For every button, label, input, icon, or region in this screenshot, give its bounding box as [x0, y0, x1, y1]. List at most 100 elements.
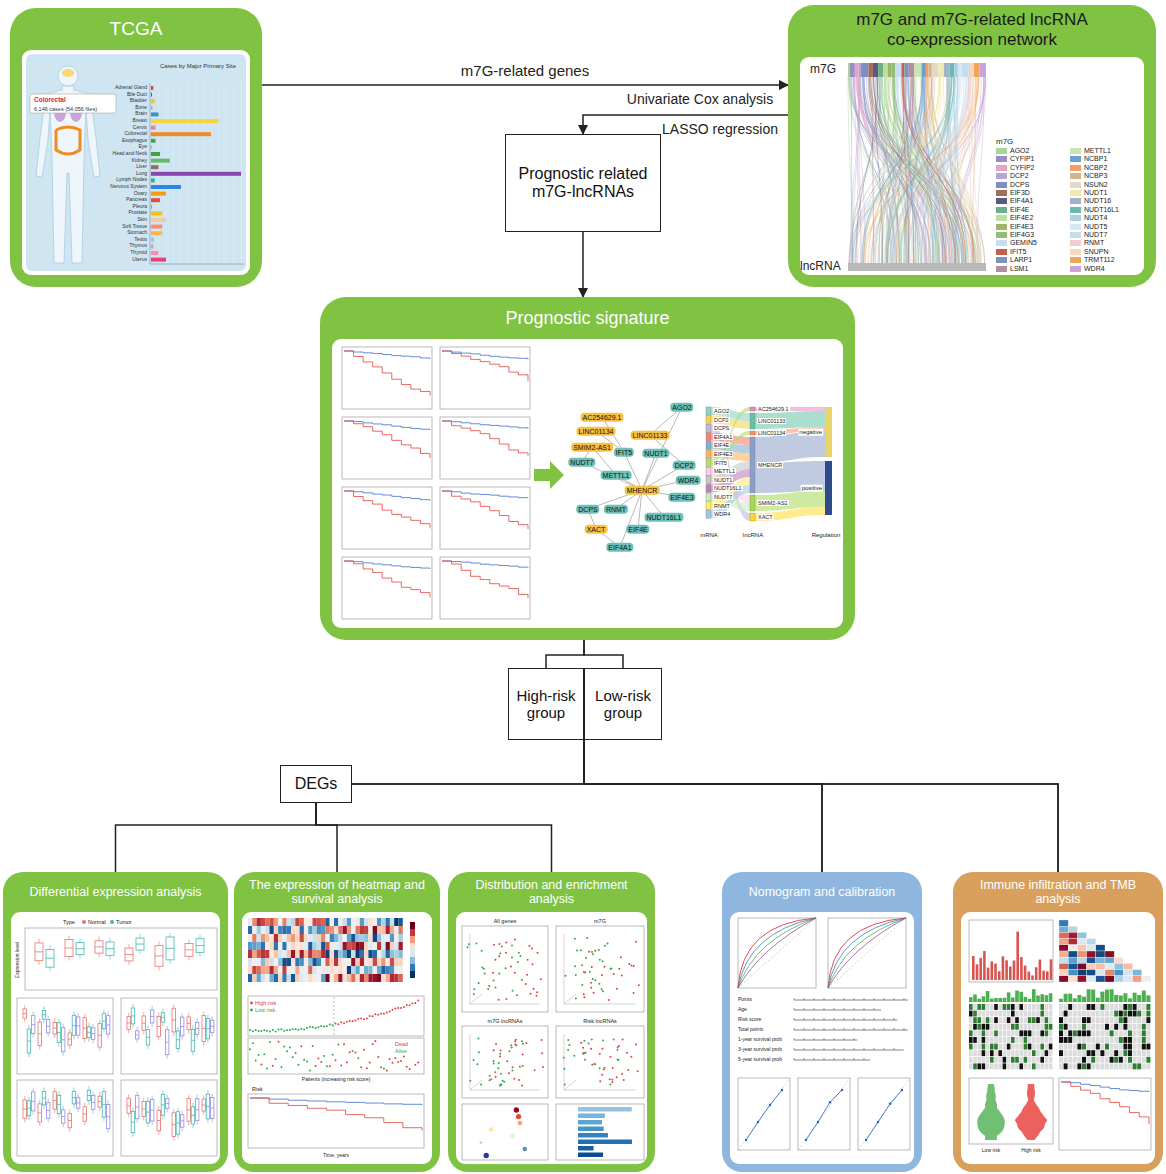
legend-swatch — [996, 215, 1007, 221]
illustration-shape — [1028, 972, 1031, 980]
illustration-shape — [283, 1030, 285, 1032]
illustration-shape — [282, 958, 286, 966]
illustration-shape — [564, 934, 636, 1004]
illustration-shape — [511, 956, 513, 958]
illustration-shape — [498, 999, 500, 1001]
illustration-shape — [248, 918, 252, 926]
illustration-shape — [804, 1028, 805, 1030]
illustration-shape — [1105, 970, 1114, 976]
illustration-shape — [623, 1079, 625, 1081]
illustration-shape — [308, 934, 312, 942]
illustration-shape — [578, 1133, 608, 1138]
illustration-shape — [522, 1043, 524, 1045]
illustration-shape — [990, 999, 994, 1002]
illustration-shape — [1015, 1024, 1019, 1030]
illustration-shape — [46, 1103, 50, 1119]
illustration-shape — [1024, 997, 1028, 1002]
illustration-shape — [272, 1029, 274, 1031]
process-box: DEGs — [280, 765, 352, 803]
illustration-shape — [300, 934, 304, 942]
panel-illustration — [953, 872, 1163, 1172]
illustration-shape — [131, 1122, 135, 1123]
illustration-shape — [998, 1011, 1002, 1017]
illustration-shape — [150, 83, 151, 264]
illustration-shape — [1045, 1004, 1049, 1010]
illustration-shape — [340, 1021, 342, 1023]
site-name: Eye — [138, 145, 147, 151]
legend-entry: NUDT7 — [1070, 231, 1142, 239]
illustration-shape — [1032, 1004, 1036, 1010]
illustration-shape — [901, 63, 904, 77]
illustration-shape — [330, 950, 334, 958]
illustration-shape — [824, 1018, 825, 1020]
legend-label: EIF4A1 — [1010, 197, 1033, 205]
illustration-shape — [265, 918, 269, 926]
illustration-shape — [1003, 1011, 1007, 1017]
illustration-shape — [172, 1020, 176, 1021]
illustration-shape — [11, 912, 220, 1164]
illustration-shape — [151, 112, 159, 116]
legend-entry: EIF3D — [996, 189, 1068, 197]
illustration-shape — [280, 1066, 282, 1068]
illustration-shape — [1007, 1017, 1011, 1023]
plot-title: m7G — [594, 918, 606, 924]
illustration-shape — [295, 934, 299, 942]
illustration-shape — [949, 63, 954, 77]
illustration-shape — [894, 1048, 895, 1050]
network-node: DCP2 — [673, 461, 696, 470]
illustration-shape — [469, 1080, 471, 1082]
illustration-shape — [1015, 1044, 1019, 1050]
illustration-shape — [269, 1030, 271, 1032]
legend-text: Normal — [88, 919, 106, 925]
illustration-shape — [106, 1016, 110, 1035]
illustration-shape — [969, 63, 971, 77]
illustration-shape — [1019, 1004, 1023, 1010]
illustration-shape — [83, 1028, 87, 1029]
illustration-shape — [1009, 966, 1012, 980]
illustration-shape — [151, 211, 162, 215]
axis-title: Time, years — [323, 1153, 349, 1159]
illustration-shape — [1040, 1063, 1044, 1069]
illustration-shape — [265, 926, 269, 934]
illustration-shape — [510, 1044, 512, 1046]
illustration-shape — [274, 958, 278, 966]
illustration-shape — [514, 972, 516, 974]
illustration-shape — [1087, 939, 1096, 945]
illustration-shape — [31, 1016, 35, 1034]
illustration-shape — [533, 988, 535, 990]
illustration-shape — [1036, 1017, 1040, 1023]
illustration-shape — [317, 918, 321, 926]
illustration-shape — [500, 1073, 502, 1075]
illustration-shape — [814, 1038, 815, 1040]
illustration-shape — [386, 942, 390, 950]
site-name: Lung — [136, 171, 147, 177]
legend-entry: EIF4A1 — [996, 197, 1068, 205]
illustration-shape — [564, 1034, 636, 1090]
illustration-shape — [514, 1040, 516, 1042]
illustration-shape — [377, 926, 381, 934]
illustration-shape — [1105, 957, 1114, 963]
illustration-shape — [973, 1017, 977, 1023]
illustration-shape — [982, 1037, 986, 1043]
illustration-shape — [567, 1039, 569, 1041]
illustration-shape — [351, 950, 355, 958]
illustration-shape — [410, 964, 415, 971]
illustration-shape — [511, 1069, 513, 1071]
illustration-shape — [609, 1084, 611, 1086]
illustration-shape — [814, 1018, 815, 1020]
illustration-shape — [844, 998, 845, 1000]
illustration-shape — [1049, 1057, 1053, 1063]
illustration-shape — [969, 1011, 973, 1017]
illustration-shape — [150, 1099, 154, 1121]
illustration-shape — [127, 1017, 131, 1030]
illustration-shape — [523, 1147, 527, 1151]
illustration-shape — [390, 958, 394, 966]
illustration-shape — [297, 1029, 299, 1031]
illustration-shape — [53, 1028, 57, 1029]
illustration-shape — [315, 1027, 317, 1029]
illustration-shape — [630, 1056, 632, 1058]
illustration-shape — [495, 1076, 497, 1078]
illustration-shape — [884, 1048, 885, 1050]
illustration-shape — [599, 959, 601, 961]
illustration-shape — [921, 63, 925, 77]
